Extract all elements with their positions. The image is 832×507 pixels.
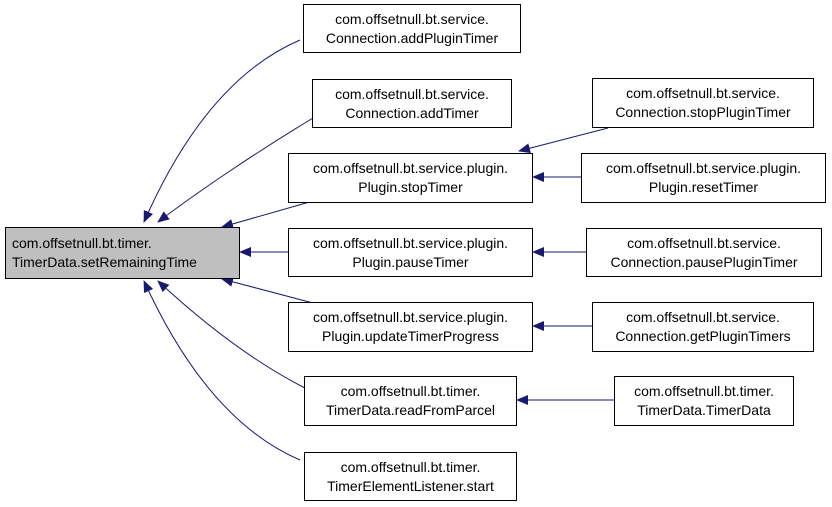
edge-readparcel-to-root <box>157 280 306 389</box>
node-line1: com.offsetnull.bt.service.plugin. <box>312 160 509 176</box>
node-timerelementlistener-start[interactable]: com.offsetnull.bt.timer. TimerElementLis… <box>304 452 517 501</box>
edge-stopplugintimer-to-stoptimer <box>518 127 609 154</box>
node-line2: TimerElementListener.start <box>327 477 494 494</box>
node-line2: Plugin.stopTimer <box>358 179 463 195</box>
node-plugin-stoptimer[interactable]: com.offsetnull.bt.service.plugin. Plugin… <box>288 153 533 203</box>
edge-addplugintimer-to-root <box>143 39 301 223</box>
node-line2: Connection.stopPluginTimer <box>615 104 791 120</box>
node-line1: com.offsetnull.bt.service.plugin. <box>312 234 509 251</box>
edge-listenerstart-to-root <box>143 280 301 461</box>
edge-addtimer-to-root <box>157 117 314 223</box>
node-plugin-resettimer[interactable]: com.offsetnull.bt.service.plugin. Plugin… <box>581 153 826 203</box>
node-line2: TimerData.setRemainingTime <box>12 254 197 270</box>
node-connection-getplugintimers[interactable]: com.offsetnull.bt.service. Connection.ge… <box>592 302 814 352</box>
node-line1: com.offsetnull.bt.timer. <box>340 458 481 475</box>
node-timerdata-setremainingtime[interactable]: com.offsetnull.bt.timer. TimerData.setRe… <box>5 227 240 279</box>
node-line2: Connection.getPluginTimers <box>615 328 791 344</box>
node-line1: com.offsetnull.bt.service. <box>626 309 780 325</box>
node-plugin-updatetimerprogress[interactable]: com.offsetnull.bt.service.plugin. Plugin… <box>288 302 533 352</box>
node-timerdata-timerdata[interactable]: com.offsetnull.bt.timer. TimerData.Timer… <box>614 376 794 426</box>
node-line1: com.offsetnull.bt.service.plugin. <box>605 160 802 176</box>
node-line2: Plugin.updateTimerProgress <box>322 328 499 344</box>
node-connection-addplugintimer[interactable]: com.offsetnull.bt.service. Connection.ad… <box>303 4 521 53</box>
node-connection-pauseplugintimer[interactable]: com.offsetnull.bt.service. Connection.pa… <box>586 228 822 277</box>
node-line2: Plugin.pauseTimer <box>352 253 469 270</box>
edge-updateprogress-to-root <box>221 276 314 304</box>
node-line1: com.offsetnull.bt.timer. <box>340 383 481 399</box>
edge-stoptimer-to-root <box>221 200 314 229</box>
node-line1: com.offsetnull.bt.service. <box>335 85 489 102</box>
node-line2: Connection.addPluginTimer <box>325 29 499 46</box>
node-line1: com.offsetnull.bt.service. <box>335 10 489 27</box>
node-plugin-pausetimer[interactable]: com.offsetnull.bt.service.plugin. Plugin… <box>288 228 533 277</box>
node-timerdata-readfromparcel[interactable]: com.offsetnull.bt.timer. TimerData.readF… <box>304 376 517 426</box>
node-line1: com.offsetnull.bt.service. <box>627 234 781 251</box>
node-line2: Plugin.resetTimer <box>648 179 759 195</box>
node-line1: com.offsetnull.bt.timer. <box>12 235 152 251</box>
node-connection-stopplugintimer[interactable]: com.offsetnull.bt.service. Connection.st… <box>592 78 814 128</box>
node-line1: com.offsetnull.bt.timer. <box>634 383 774 399</box>
node-line2: Connection.pausePluginTimer <box>610 253 798 270</box>
node-line1: com.offsetnull.bt.service. <box>626 85 780 101</box>
node-line2: TimerData.TimerData <box>637 402 771 418</box>
node-line2: Connection.addTimer <box>345 104 479 121</box>
node-line1: com.offsetnull.bt.service.plugin. <box>312 309 509 325</box>
node-connection-addtimer[interactable]: com.offsetnull.bt.service. Connection.ad… <box>312 79 512 128</box>
node-line2: TimerData.readFromParcel <box>325 402 496 418</box>
